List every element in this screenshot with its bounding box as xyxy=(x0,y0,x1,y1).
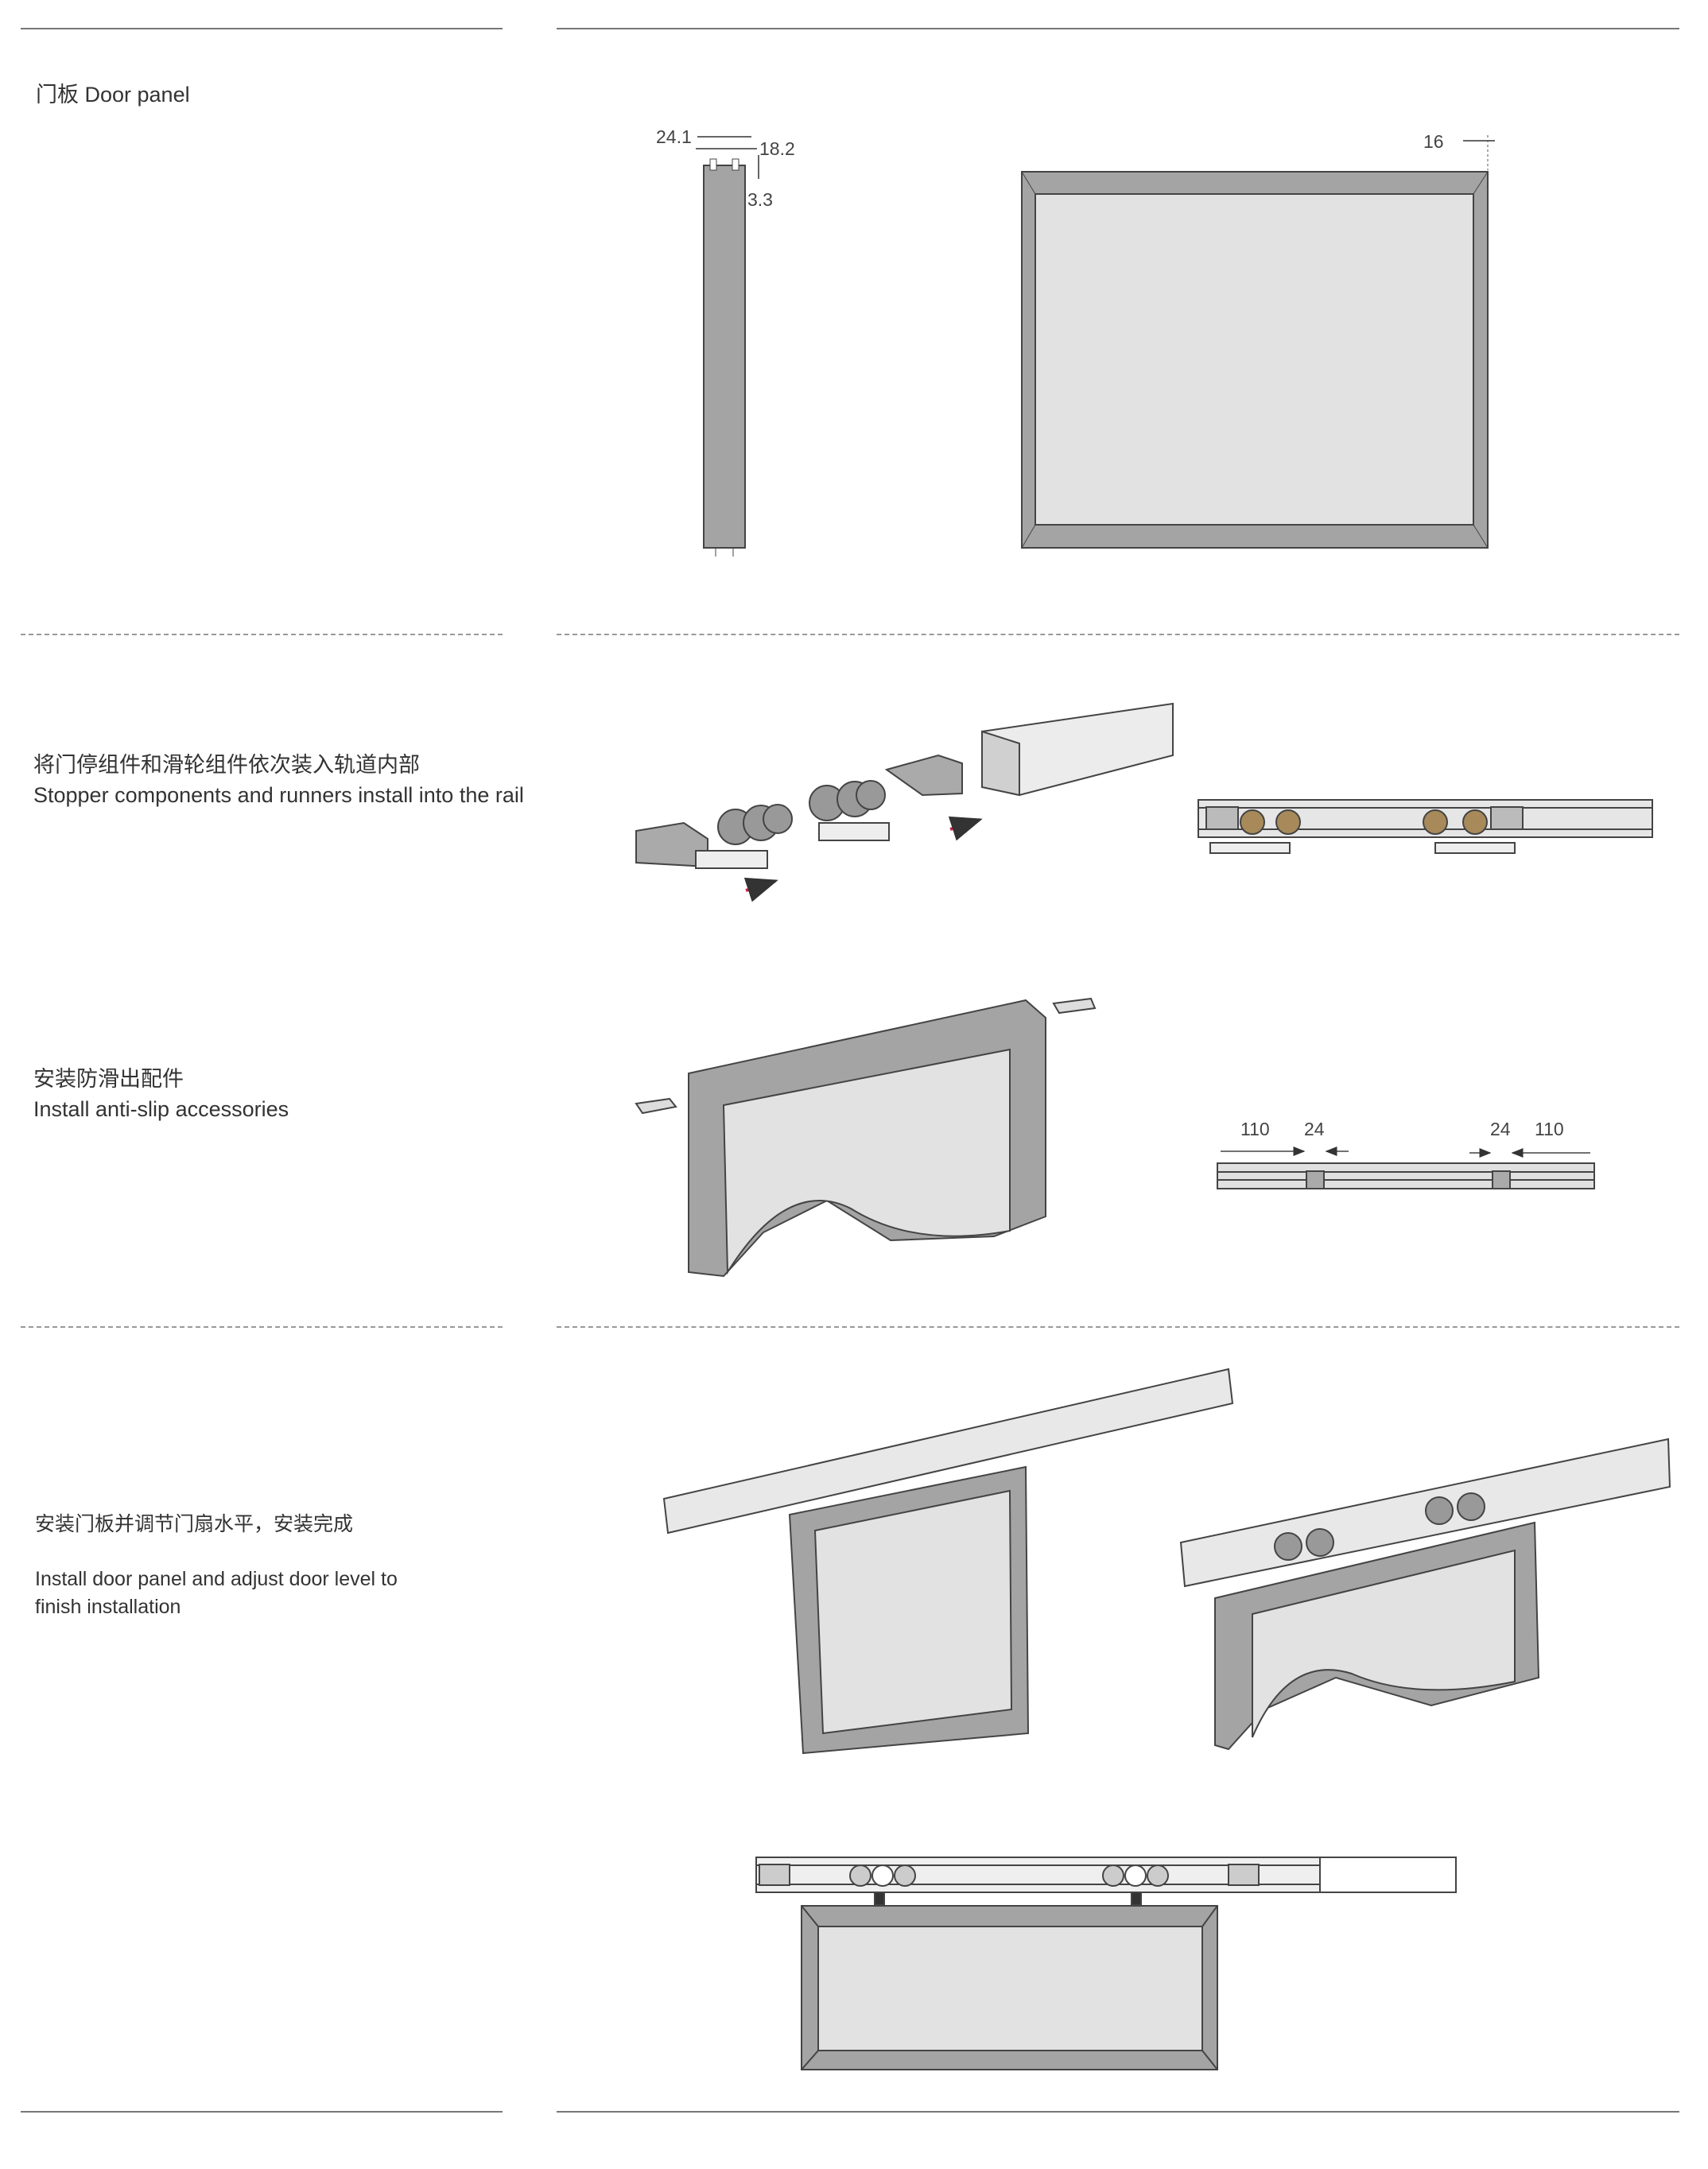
dim-frame-width: 16 xyxy=(1423,131,1444,152)
top-rule-right xyxy=(557,28,1679,29)
arrow-icon xyxy=(948,816,983,841)
door-panel-front-drawing xyxy=(1021,135,1495,549)
top-rule-left xyxy=(21,28,503,29)
section-title-install-cn: 安装门板并调节门扇水平，安装完成 xyxy=(35,1513,354,1535)
section-title-door-panel: 门板 Door panel xyxy=(36,83,190,107)
dim-right-offset: 110 xyxy=(1535,1119,1564,1139)
door-panel-profile-drawing xyxy=(696,136,759,557)
section-title-stopper-cn: 将门停组件和滑轮组件依次装入轨道内部 xyxy=(33,753,420,777)
section-title-antislip-en: Install anti-slip accessories xyxy=(33,1097,289,1121)
dim-left-offset: 110 xyxy=(1240,1119,1270,1139)
install-door-drawing-1 xyxy=(662,1368,1234,1755)
divider-left-1 xyxy=(21,634,503,635)
dim-groove-width: 18.2 xyxy=(759,138,795,159)
runner-exploded-drawing xyxy=(635,702,1174,869)
section-title-stopper-en: Stopper components and runners install i… xyxy=(33,783,524,807)
section-title-install-en-1: Install door panel and adjust door level… xyxy=(35,1568,398,1590)
dim-left-block: 24 xyxy=(1304,1119,1325,1139)
arrow-icon xyxy=(743,877,778,902)
install-door-drawing-2 xyxy=(1179,1438,1671,1751)
bottom-rule-right xyxy=(557,2111,1679,2113)
divider-left-2 xyxy=(21,1326,503,1328)
section-title-antislip-cn: 安装防滑出配件 xyxy=(33,1067,184,1091)
dim-groove-depth: 3.3 xyxy=(747,189,773,210)
divider-right-1 xyxy=(557,634,1679,635)
antislip-panel-drawing xyxy=(635,997,1097,1278)
section-title-install-en-2: finish installation xyxy=(35,1596,181,1618)
divider-right-2 xyxy=(557,1326,1679,1328)
dim-profile-width: 24.1 xyxy=(656,126,692,147)
bottom-rule-left xyxy=(21,2111,503,2113)
antislip-rail-drawing xyxy=(1217,1147,1595,1189)
assembled-front-drawing xyxy=(755,1857,1457,2070)
rail-with-runners-drawing xyxy=(1198,799,1653,854)
dim-right-block: 24 xyxy=(1490,1119,1511,1139)
